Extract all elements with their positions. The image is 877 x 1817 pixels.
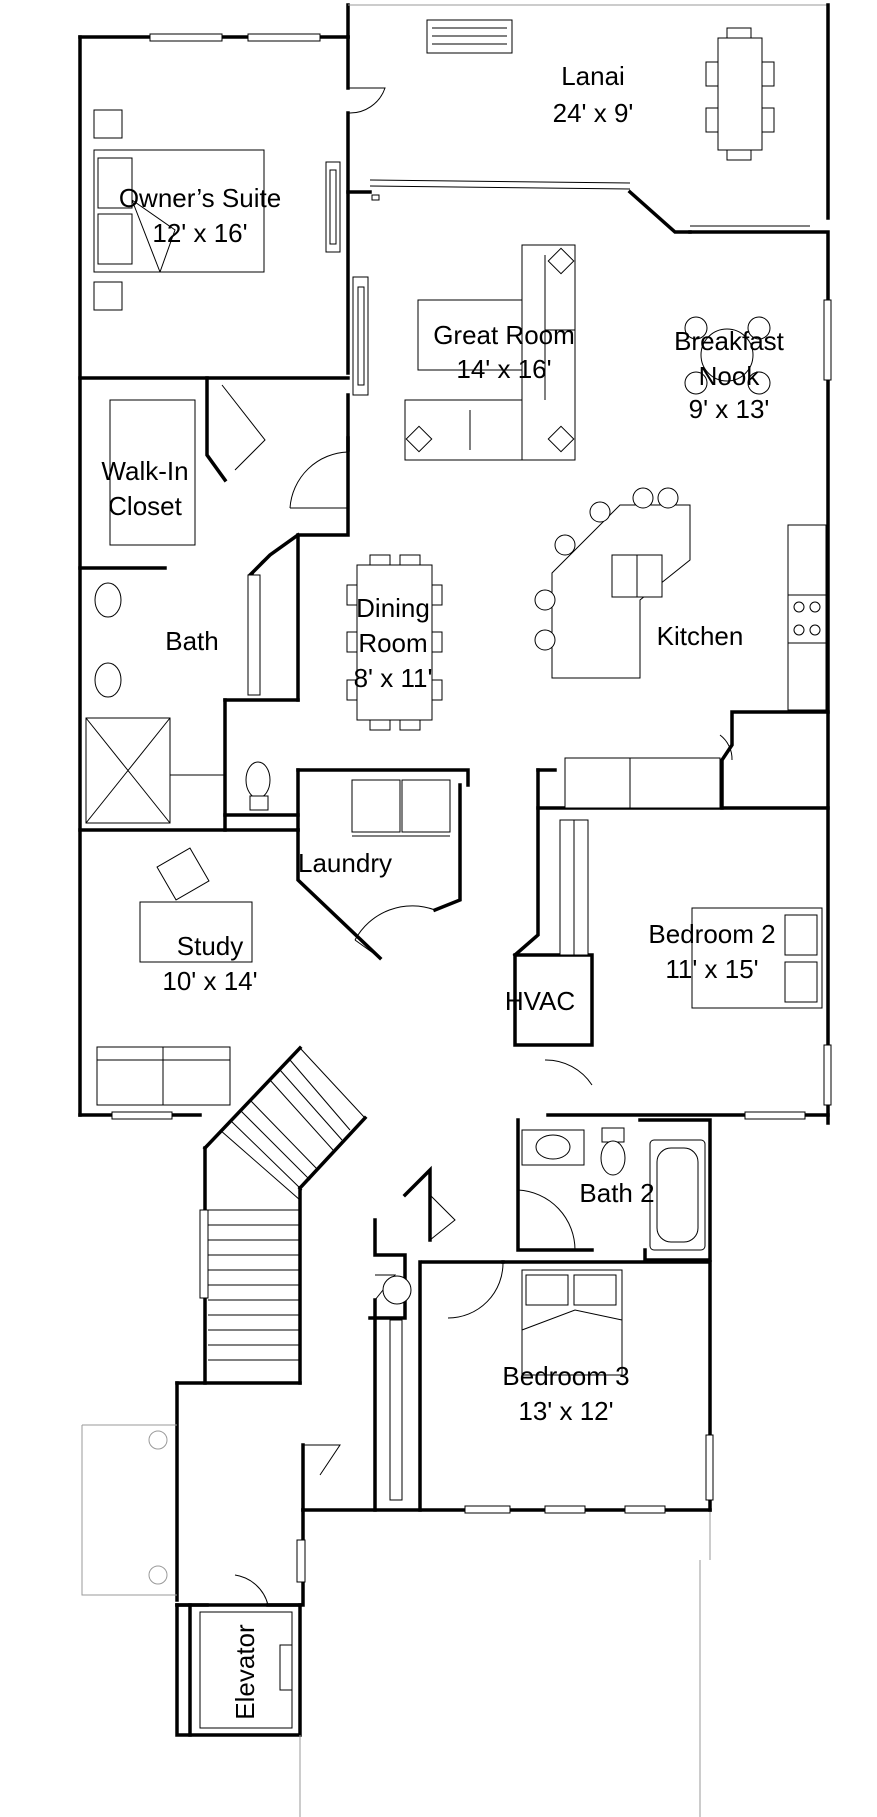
bedroom-2-name: Bedroom 2 (648, 919, 775, 949)
bedroom-2-furniture (559, 819, 823, 1009)
study-name: Study (177, 931, 244, 961)
bedroom-3-size: 13' x 12' (518, 1396, 613, 1426)
stairs (208, 1047, 366, 1361)
owners-suite-name: Owner’s Suite (119, 183, 281, 213)
study-furniture (96, 847, 253, 1106)
windows (111, 33, 832, 1583)
lanai-size: 24' x 9' (553, 98, 634, 128)
exterior-lines (81, 1424, 711, 1817)
dining-room-size: 8' x 11' (354, 663, 433, 693)
bath-name: Bath (165, 626, 219, 656)
breakfast-nook-size: 9' x 13' (689, 394, 770, 424)
laundry-name: Laundry (298, 848, 392, 878)
owners-suite-size: 12' x 16' (152, 218, 247, 248)
bath-fixtures (85, 399, 271, 824)
laundry-furniture (351, 779, 451, 837)
great-room-furniture (352, 244, 771, 461)
elevator-car (199, 1611, 293, 1729)
dining-kitchen-furniture (346, 487, 827, 809)
great-room-size: 14' x 16' (456, 354, 551, 384)
doors (164, 87, 733, 1606)
breakfast-nook-name-2: Nook (699, 361, 761, 391)
bedroom-3-furniture (382, 1269, 623, 1501)
kitchen-name: Kitchen (657, 621, 744, 651)
bedroom-2-size: 11' x 15' (665, 954, 758, 984)
breakfast-nook-name-1: Breakfast (674, 326, 785, 356)
walk-in-closet-name-2: Closet (108, 491, 182, 521)
room-labels: Lanai 24' x 9' Owner’s Suite 12' x 16' G… (101, 61, 784, 1720)
dining-room-name-2: Room (358, 628, 427, 658)
study-size: 10' x 14' (162, 966, 257, 996)
hvac-name: HVAC (505, 986, 575, 1016)
lanai-furniture (426, 19, 775, 161)
bedroom-3-name: Bedroom 3 (502, 1361, 629, 1391)
great-room-name: Great Room (433, 320, 575, 350)
lanai-name: Lanai (561, 61, 625, 91)
bath-2-fixtures (521, 1127, 706, 1251)
owners-suite-furniture (93, 109, 341, 311)
walk-in-closet-name-1: Walk-In (101, 456, 188, 486)
bath-2-name: Bath 2 (579, 1178, 654, 1208)
elevator-name: Elevator (230, 1624, 260, 1720)
dining-room-name-1: Dining (356, 593, 430, 623)
